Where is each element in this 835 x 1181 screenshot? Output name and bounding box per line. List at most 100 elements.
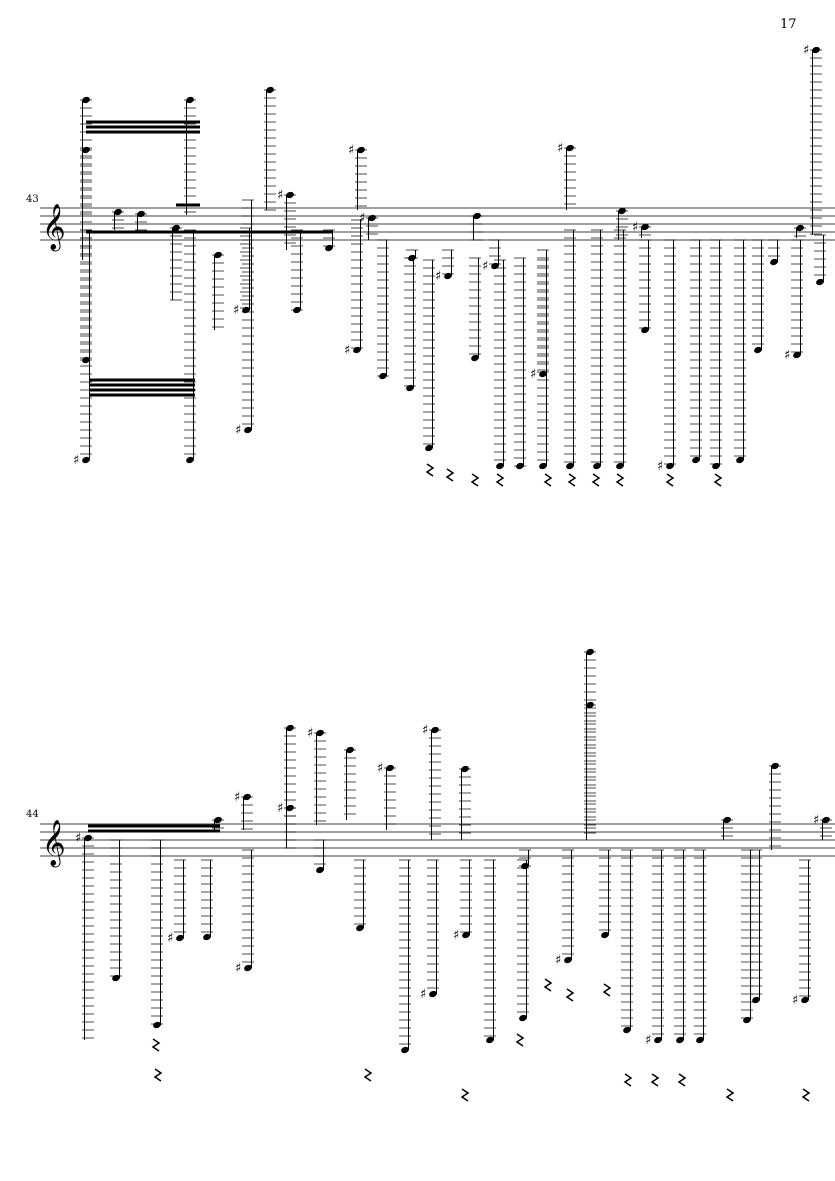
note-s2-25 [584, 648, 596, 835]
note-s2-14: ♯ [377, 761, 396, 830]
sharp-accidental: ♯ [73, 453, 79, 468]
note-s1-9 [212, 251, 224, 330]
note-s2-27 [621, 849, 633, 1034]
note-s1-30: ♯ [530, 249, 549, 382]
sharp-accidental: ♯ [420, 987, 426, 1002]
note-s2-19: ♯ [453, 859, 472, 943]
sharp-accidental: ♯ [277, 188, 283, 203]
note-s2-33 [750, 849, 762, 1004]
note-s1-15 [323, 229, 335, 252]
sharp-accidental: ♯ [348, 143, 354, 158]
note-s2-28: ♯ [645, 849, 664, 1048]
page-number: 17 [780, 17, 797, 32]
note-s2-13 [354, 859, 366, 932]
note-s1-3: ♯ [73, 229, 92, 468]
note-s1-0 [80, 96, 92, 215]
sharp-accidental: ♯ [377, 761, 383, 776]
note-s2-10 [314, 839, 326, 874]
sharp-accidental: ♯ [359, 211, 365, 226]
note-s2-16: ♯ [422, 723, 441, 840]
note-s2-29 [674, 849, 686, 1044]
rest-7 [615, 473, 625, 487]
rest-21 [725, 1088, 735, 1102]
sharp-accidental: ♯ [482, 259, 488, 274]
staff-system-1 [40, 207, 835, 241]
rest-1 [445, 468, 455, 482]
rest-19 [650, 1073, 660, 1087]
note-s1-31: ♯ [557, 141, 576, 210]
rest-10 [151, 1038, 161, 1052]
note-s1-26: ♯ [482, 239, 501, 274]
note-s1-38: ♯ [657, 239, 676, 474]
note-s2-1 [110, 839, 122, 982]
note-s1-42 [752, 239, 764, 354]
sharp-accidental: ♯ [453, 928, 459, 943]
rest-18 [623, 1073, 633, 1087]
note-s2-31 [721, 816, 733, 840]
sharp-accidental: ♯ [234, 790, 240, 805]
rest-6 [591, 473, 601, 487]
note-s2-35: ♯ [792, 859, 811, 1008]
note-s2-11: ♯ [307, 726, 326, 825]
note-s1-25 [471, 212, 483, 241]
note-s1-44: ♯ [784, 239, 803, 363]
sharp-accidental: ♯ [657, 459, 663, 474]
note-s2-20 [484, 859, 496, 1044]
note-s2-24 [584, 701, 596, 840]
note-s1-34 [616, 207, 628, 240]
sharp-accidental: ♯ [422, 723, 428, 738]
note-s1-27 [494, 259, 506, 470]
note-s1-45 [794, 224, 806, 238]
note-s1-11: ♯ [235, 199, 254, 438]
sharp-accidental: ♯ [530, 367, 536, 382]
note-s2-6: ♯ [235, 849, 254, 976]
note-s1-21 [406, 249, 418, 262]
sharp-accidental: ♯ [632, 220, 638, 235]
rest-0 [425, 463, 435, 477]
sharp-accidental: ♯ [235, 961, 241, 976]
note-s2-7: ♯ [234, 790, 253, 830]
note-s1-7 [184, 96, 196, 215]
note-s1-10: ♯ [233, 227, 252, 318]
sharp-accidental: ♯ [307, 726, 313, 741]
note-s2-18 [459, 765, 471, 840]
rest-15 [543, 978, 553, 992]
measure-number-43: 43 [26, 194, 39, 205]
sharp-accidental: ♯ [813, 813, 819, 828]
sharp-accidental: ♯ [235, 423, 241, 438]
treble-clef-2: 𝄞 [42, 820, 66, 868]
note-s2-17: ♯ [420, 859, 439, 1002]
note-s1-14 [291, 229, 303, 314]
rest-9 [713, 473, 723, 487]
note-s1-47 [814, 234, 826, 286]
note-s1-28 [514, 257, 526, 470]
note-s1-17: ♯ [344, 219, 363, 358]
sharp-accidental: ♯ [784, 348, 790, 363]
note-s1-46: ♯ [803, 43, 822, 235]
sharp-accidental: ♯ [75, 831, 81, 846]
note-s1-35 [614, 229, 626, 470]
note-s2-36: ♯ [813, 813, 832, 840]
note-s1-6 [170, 224, 182, 301]
sharp-accidental: ♯ [803, 43, 809, 58]
note-s1-8 [184, 229, 196, 464]
note-s1-33 [591, 229, 603, 470]
note-s2-26 [599, 849, 611, 939]
note-s2-32 [741, 849, 753, 1024]
sharp-accidental: ♯ [344, 343, 350, 358]
note-s1-12 [264, 86, 276, 211]
note-s1-20 [404, 257, 416, 392]
note-s1-22 [423, 259, 435, 452]
rest-17 [602, 983, 612, 997]
rest-3 [495, 473, 505, 487]
sharp-accidental: ♯ [435, 269, 441, 284]
note-s1-41 [734, 239, 746, 464]
rest-12 [363, 1068, 373, 1082]
sharp-accidental: ♯ [167, 931, 173, 946]
sharp-accidental: ♯ [277, 801, 283, 816]
rest-16 [565, 988, 575, 1002]
note-s1-19 [377, 239, 389, 380]
notes-system-1: ♯ ♯ ♯ ♯ ♯ ♯ ♯ ♯ ♯ ♯ ♯ ♯ ♯ ♯ ♯ [73, 43, 826, 487]
note-s2-30 [694, 849, 706, 1044]
